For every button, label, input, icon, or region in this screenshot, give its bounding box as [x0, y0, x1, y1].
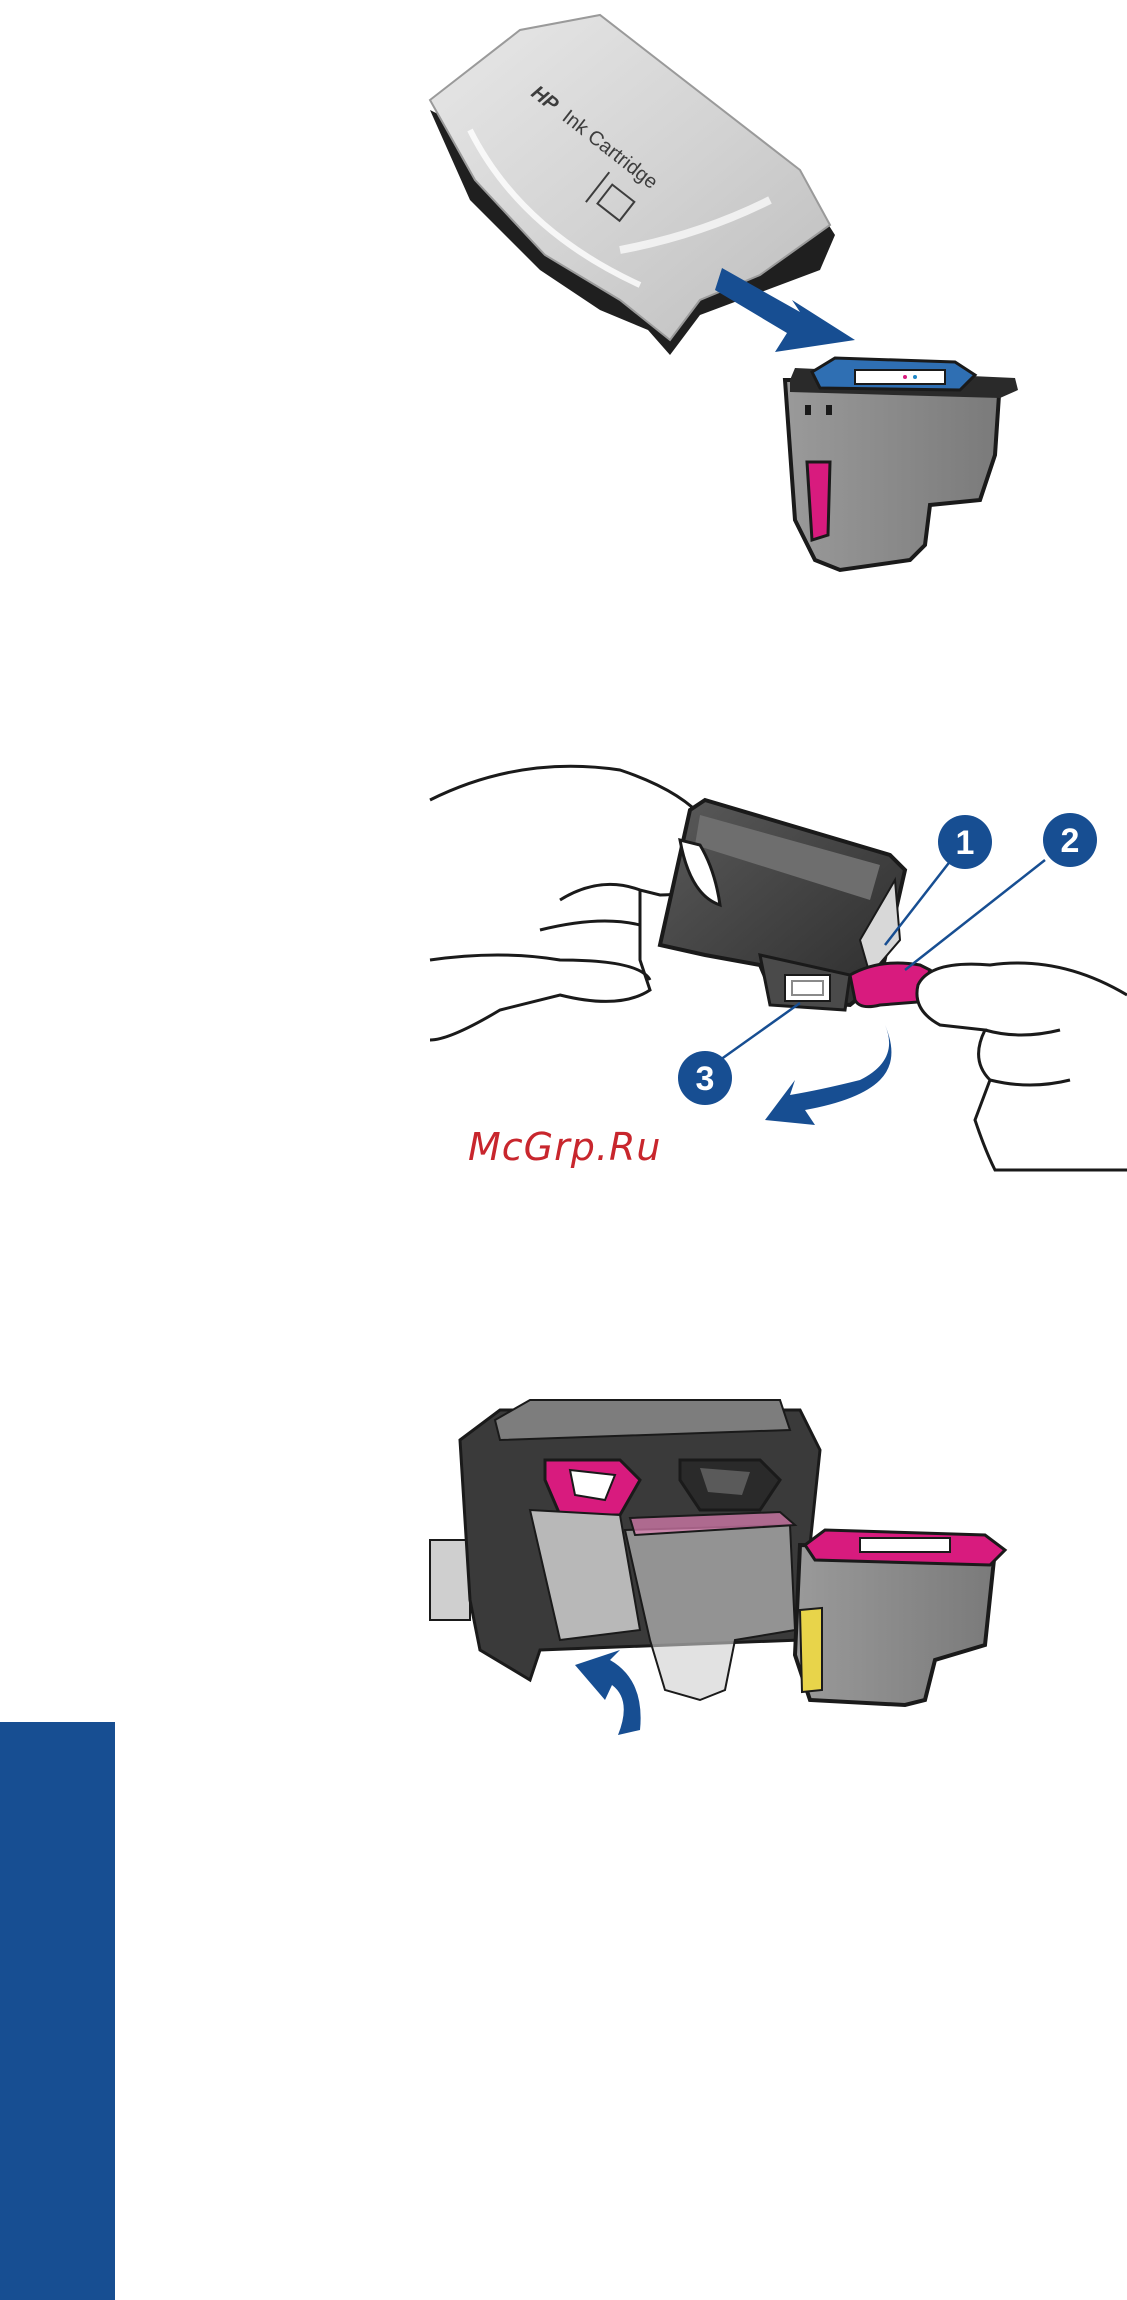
tricolor-cartridge-new: [795, 1530, 1005, 1705]
figure-unpack-cartridge: HP Ink Cartridge: [430, 15, 1018, 570]
callout-3-label: 3: [696, 1060, 715, 1098]
tricolor-cartridge: [785, 358, 1018, 570]
callout-2: 2: [905, 813, 1097, 970]
chapter-side-tab: [0, 1722, 115, 2300]
callout-1-label: 1: [956, 824, 975, 862]
watermark-text: McGrp.Ru: [468, 1125, 661, 1169]
figure-insert-cartridge: [430, 1400, 1005, 1735]
peel-direction-arrow: [765, 1025, 891, 1125]
insert-direction-arrow: [575, 1650, 641, 1735]
callout-3: 3: [678, 1003, 800, 1105]
right-hand: [917, 963, 1127, 1170]
carriage-rod: [430, 1540, 470, 1620]
ghost-cartridge-inserting: [625, 1512, 795, 1700]
figure-remove-tape: 1 2 3: [430, 766, 1127, 1170]
callout-2-label: 2: [1061, 822, 1080, 860]
